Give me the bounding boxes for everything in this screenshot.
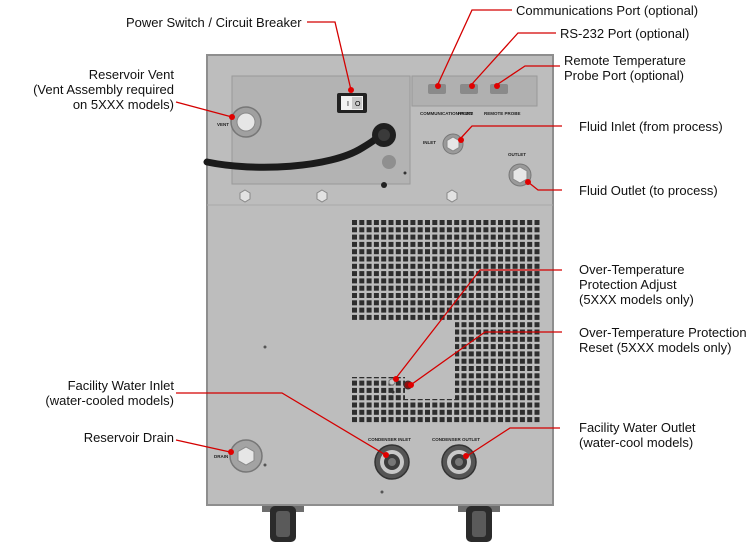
- bolt: [446, 189, 458, 203]
- ot-adjust-callout-line3: (5XXX models only): [579, 292, 694, 307]
- facility-outlet-callout-line1: Facility Water Outlet: [579, 420, 696, 435]
- outlet-label: OUTLET: [508, 152, 526, 157]
- power-switch[interactable]: [337, 93, 367, 113]
- callout-dots: [228, 83, 531, 459]
- facility-inlet-callout-line1: Facility Water Inlet: [67, 378, 174, 393]
- drain-fitting: [229, 439, 263, 473]
- switch-on-mark: I: [347, 101, 349, 108]
- ot-adjust-callout-line2: Protection Adjust: [579, 277, 677, 292]
- reservoir-vent-callout-line1: Reservoir Vent: [88, 67, 174, 82]
- condenser-outlet-label: CONDENSER OUTLET: [432, 437, 480, 442]
- reservoir-vent-callout: Reservoir Vent (Vent Assembly required o…: [0, 67, 174, 112]
- ot-adjust-callout-line1: Over-Temperature: [579, 262, 685, 277]
- ot-adjust-callout: Over-Temperature Protection Adjust (5XXX…: [579, 262, 694, 307]
- fluid-inlet-fitting: [442, 133, 464, 155]
- ot-reset-callout-line1: Over-Temperature Protection: [579, 325, 747, 340]
- reservoir-vent-callout-line2: (Vent Assembly required: [33, 82, 174, 97]
- callout-lines: [175, 9, 562, 457]
- ot-reset-callout-line2: Reset (5XXX models only): [579, 340, 732, 355]
- condenser-inlet-label: CONDENSER INLET: [368, 437, 411, 442]
- remote-probe-label: REMOTE PROBE: [484, 111, 521, 116]
- facility-outlet-callout-line2: (water-cool models): [579, 435, 694, 450]
- communications-port: [428, 84, 446, 94]
- vent-label: VENT: [217, 122, 229, 127]
- left-caster: [262, 500, 304, 542]
- rs232-label: RS-232: [458, 111, 474, 116]
- fluid-outlet-callout: Fluid Outlet (to process): [579, 183, 718, 198]
- drain-label: DRAIN: [214, 454, 228, 459]
- reservoir-vent-callout-line3: on 5XXX models): [72, 97, 174, 112]
- small-hole: [381, 182, 387, 188]
- rs232-callout: RS-232 Port (optional): [560, 26, 690, 41]
- comm-port-callout: Communications Port (optional): [516, 3, 699, 18]
- facility-inlet-callout-line2: (water-cooled models): [45, 393, 174, 408]
- remote-probe-callout: Remote Temperature Probe Port (optional): [564, 53, 686, 83]
- vent-fitting: [230, 106, 262, 138]
- remote-probe-callout-line2: Probe Port (optional): [564, 68, 684, 83]
- rs232-port: [460, 84, 478, 94]
- facility-outlet-callout: Facility Water Outlet (water-cool models…: [579, 420, 696, 450]
- bolt: [239, 189, 251, 203]
- reservoir-drain-callout: Reservoir Drain: [83, 430, 174, 445]
- bolt: [316, 189, 328, 203]
- power-cord: [203, 123, 396, 171]
- power-switch-callout: Power Switch / Circuit Breaker: [126, 15, 302, 30]
- switch-off-mark: O: [355, 101, 361, 108]
- knockout-hole: [382, 155, 396, 169]
- remote-probe-callout-line1: Remote Temperature: [564, 53, 686, 68]
- inlet-label: INLET: [423, 140, 436, 145]
- facility-inlet-callout: Facility Water Inlet (water-cooled model…: [0, 378, 174, 408]
- fluid-inlet-callout: Fluid Inlet (from process): [579, 119, 723, 134]
- condenser-inlet-fitting: [374, 444, 410, 480]
- condenser-outlet-fitting: [441, 444, 477, 480]
- comm-port-label: COMMUNICATION PORT: [420, 111, 473, 116]
- right-caster: [458, 500, 500, 542]
- ot-reset-callout: Over-Temperature Protection Reset (5XXX …: [579, 325, 747, 355]
